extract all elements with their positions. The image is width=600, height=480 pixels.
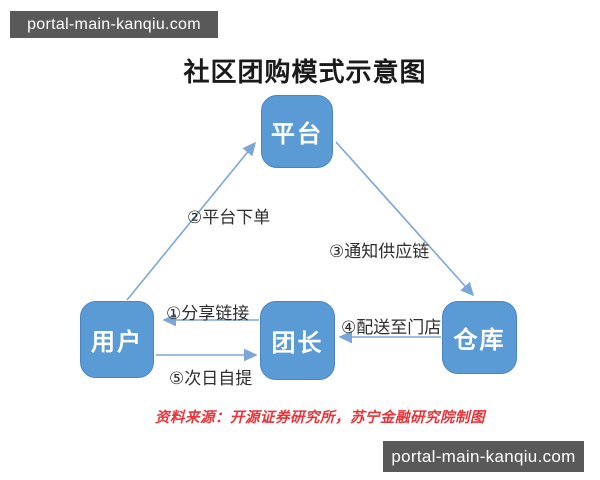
node-leader: 团长: [260, 301, 335, 380]
watermark-bottom-right: portal-main-kanqiu.com: [383, 441, 584, 472]
edge-label-platform-order: ②平台下单: [187, 208, 271, 227]
edge-label-next-day-pickup: ⑤次日自提: [169, 369, 253, 388]
node-platform: 平台: [261, 95, 333, 168]
source-note: 资料来源：开源证券研究所，苏宁金融研究院制图: [155, 410, 485, 426]
edge-label-share-link: ①分享链接: [166, 304, 250, 323]
arrow-notify-supply-chain: [335, 141, 475, 297]
diagram-title: 社区团购模式示意图: [183, 57, 427, 87]
arrow-platform-order: [126, 141, 257, 301]
edge-label-notify-supply-chain: ③通知供应链: [329, 242, 430, 261]
edge-label-deliver-to-store: ④配送至门店: [341, 318, 442, 337]
watermark-top-left: portal-main-kanqiu.com: [10, 11, 218, 38]
node-user: 用户: [80, 301, 154, 378]
node-warehouse: 仓库: [442, 301, 517, 374]
